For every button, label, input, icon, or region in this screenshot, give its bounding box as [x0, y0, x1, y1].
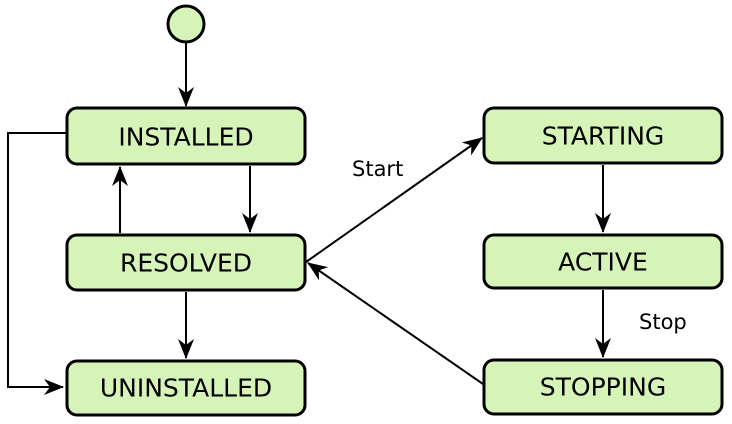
state-installed-label: INSTALLED	[118, 123, 253, 152]
transition-label-start: Start	[352, 157, 403, 181]
state-starting-box	[482, 106, 724, 165]
state-uninstalled-label: UNINSTALLED	[100, 374, 272, 403]
state-stopping: STOPPING	[482, 358, 724, 416]
state-resolved-label: RESOLVED	[120, 249, 252, 278]
state-starting: STARTING	[482, 106, 724, 165]
state-active-box	[482, 233, 724, 290]
state-starting-label: STARTING	[542, 122, 665, 151]
state-active-label: ACTIVE	[558, 248, 648, 277]
state-active: ACTIVE	[482, 233, 724, 290]
transition-label-stop: Stop	[639, 310, 687, 334]
state-uninstalled-box	[65, 359, 307, 417]
state-installed-box	[65, 106, 307, 166]
edge-installed-to-uninstalled	[7, 132, 66, 395]
state-installed: INSTALLED	[65, 106, 307, 166]
state-resolved-box	[65, 233, 307, 292]
edge-resolved-to-starting	[305, 137, 483, 263]
state-stopping-box	[482, 358, 724, 416]
state-uninstalled: UNINSTALLED	[65, 359, 307, 417]
state-stopping-label: STOPPING	[540, 373, 666, 402]
state-resolved: RESOLVED	[65, 233, 307, 292]
edge-stopping-to-resolved	[307, 262, 484, 385]
initial-node	[166, 4, 206, 44]
